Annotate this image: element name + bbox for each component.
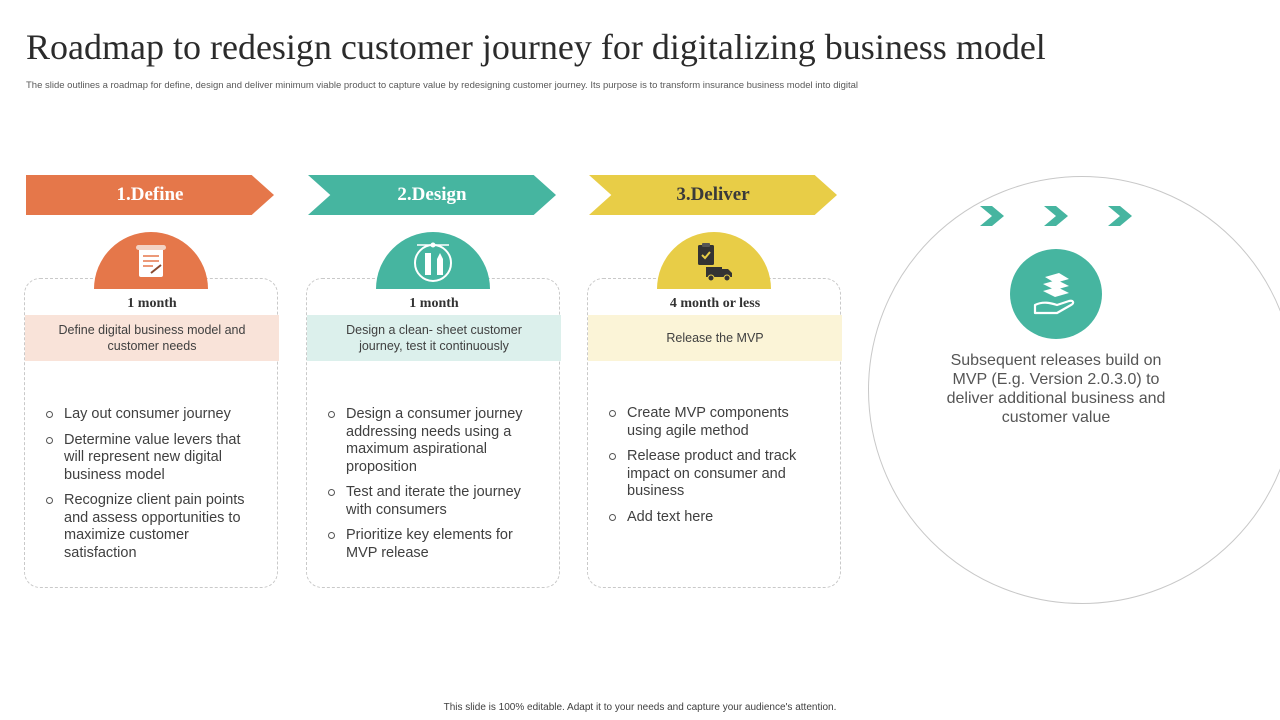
bullet-circle-icon (46, 436, 53, 444)
stage-define: 1.Define 1 month Define digital business… (24, 0, 280, 720)
stage-design-arrow: 2.Design (308, 175, 556, 215)
list-item: Create MVP components using agile method (609, 405, 819, 440)
stage-deliver-list: Create MVP components using agile method… (609, 405, 819, 534)
list-item: Test and iterate the journey with consum… (328, 484, 538, 519)
stage-design: 2.Design 1 month Design a clean- sheet c… (306, 0, 562, 720)
list-item: Determine value levers that will represe… (46, 432, 256, 485)
list-item: Release product and track impact on cons… (609, 448, 819, 501)
list-item: Add text here (609, 509, 819, 527)
stage-design-summary: Design a clean- sheet customer journey, … (307, 315, 561, 361)
list-item: Prioritize key elements for MVP release (328, 527, 538, 562)
stage-deliver-duration: 4 month or less (669, 296, 761, 311)
releases-circle (868, 176, 1280, 604)
bullet-circle-icon (328, 489, 335, 496)
stage-deliver-label: 3.Deliver (676, 184, 750, 205)
releases-badge (1010, 249, 1102, 339)
stage-design-duration: 1 month (409, 296, 459, 311)
stage-define-label: 1.Define (116, 184, 184, 205)
stage-design-label: 2.Design (397, 184, 467, 205)
chevron-right-icon (1044, 206, 1068, 226)
stage-deliver-summary: Release the MVP (588, 315, 842, 361)
bullet-circle-icon (46, 497, 53, 504)
stage-define-arrow: 1.Define (26, 175, 274, 215)
stage-deliver-arrow: 3.Deliver (589, 175, 837, 215)
bullet-circle-icon (46, 411, 53, 418)
document-icon (136, 245, 166, 277)
list-item: Design a consumer journey addressing nee… (328, 406, 538, 476)
stage-design-list: Design a consumer journey addressing nee… (328, 406, 538, 570)
bullet-circle-icon (609, 453, 616, 460)
stage-define-dome (94, 232, 208, 289)
hand-stack-icon (1033, 273, 1075, 315)
slide-title: Roadmap to redesign customer journey for… (26, 27, 1046, 67)
stage-design-dome (376, 232, 490, 289)
delivery-truck-icon (698, 243, 732, 282)
bullet-circle-icon (328, 411, 335, 418)
stage-define-list: Lay out consumer journey Determine value… (46, 406, 256, 570)
chevron-right-icon (980, 206, 1004, 226)
list-item: Lay out consumer journey (46, 406, 256, 424)
releases-text: Subsequent releases build on MVP (E.g. V… (946, 352, 1166, 426)
slide-footer: This slide is 100% editable. Adapt it to… (443, 702, 837, 713)
stage-define-duration: 1 month (127, 296, 177, 311)
stage-deliver-dome (657, 232, 771, 289)
list-item: Recognize client pain points and assess … (46, 492, 256, 562)
bullet-circle-icon (609, 513, 616, 521)
slide-subtitle: The slide outlines a roadmap for define,… (26, 80, 859, 91)
chevron-right-icon (1108, 206, 1132, 226)
design-tools-icon (414, 242, 452, 282)
stage-define-summary: Define digital business model and custom… (25, 315, 279, 361)
bullet-circle-icon (609, 410, 616, 417)
stage-deliver: 3.Deliver 4 month or less Release the MV… (587, 0, 843, 720)
bullet-circle-icon (328, 532, 335, 539)
